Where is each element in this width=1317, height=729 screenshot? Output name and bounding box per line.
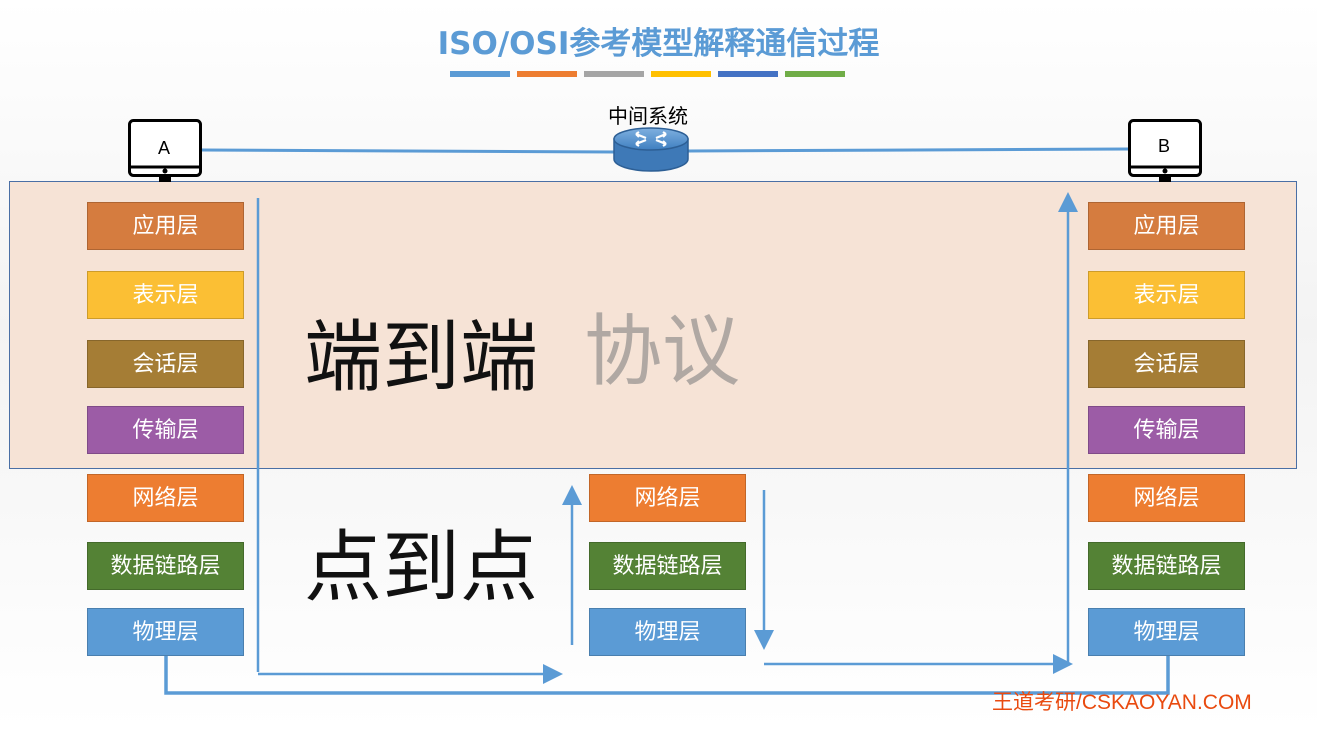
- mid-physical-layer: 物理层: [589, 608, 746, 656]
- computer-b-icon: [1128, 119, 1202, 182]
- mid-datalink-layer: 数据链路层: [589, 542, 746, 590]
- link-a-router: [201, 148, 616, 154]
- title-underline-segment: [651, 71, 711, 77]
- title-underline-segment: [718, 71, 778, 77]
- protocol-label: 协议: [584, 307, 741, 397]
- host-a-label: A: [157, 138, 170, 158]
- b-session-layer: 会话层: [1088, 340, 1245, 388]
- point-to-point-label: 点到点: [304, 523, 539, 613]
- computer-a-icon: [128, 119, 202, 182]
- b-physical-layer: 物理层: [1088, 608, 1245, 656]
- link-router-b: [687, 147, 1129, 153]
- a-presentation-layer: 表示层: [87, 271, 244, 319]
- physical-link: [164, 656, 1170, 695]
- router-icon: [613, 127, 689, 172]
- a-application-layer: 应用层: [87, 202, 244, 250]
- a-datalink-layer: 数据链路层: [87, 542, 244, 590]
- b-presentation-layer: 表示层: [1088, 271, 1245, 319]
- title-underline-segment: [785, 71, 845, 77]
- watermark: 王道考研/CSKAOYAN.COM: [992, 691, 1252, 714]
- b-datalink-layer: 数据链路层: [1088, 542, 1245, 590]
- end-to-end-label: 端到端: [304, 313, 539, 403]
- title-underline-segment: [517, 71, 577, 77]
- b-network-layer: 网络层: [1088, 474, 1245, 522]
- b-transport-layer: 传输层: [1088, 406, 1245, 454]
- router-label: 中间系统: [608, 104, 688, 128]
- a-transport-layer: 传输层: [87, 406, 244, 454]
- host-b-label: B: [1157, 136, 1170, 156]
- title-underline-segment: [584, 71, 644, 77]
- a-physical-layer: 物理层: [87, 608, 244, 656]
- mid-network-layer: 网络层: [589, 474, 746, 522]
- a-session-layer: 会话层: [87, 340, 244, 388]
- a-network-layer: 网络层: [87, 474, 244, 522]
- title-underline-segment: [450, 71, 510, 77]
- b-application-layer: 应用层: [1088, 202, 1245, 250]
- page-title: ISO/OSI参考模型解释通信过程: [437, 26, 880, 62]
